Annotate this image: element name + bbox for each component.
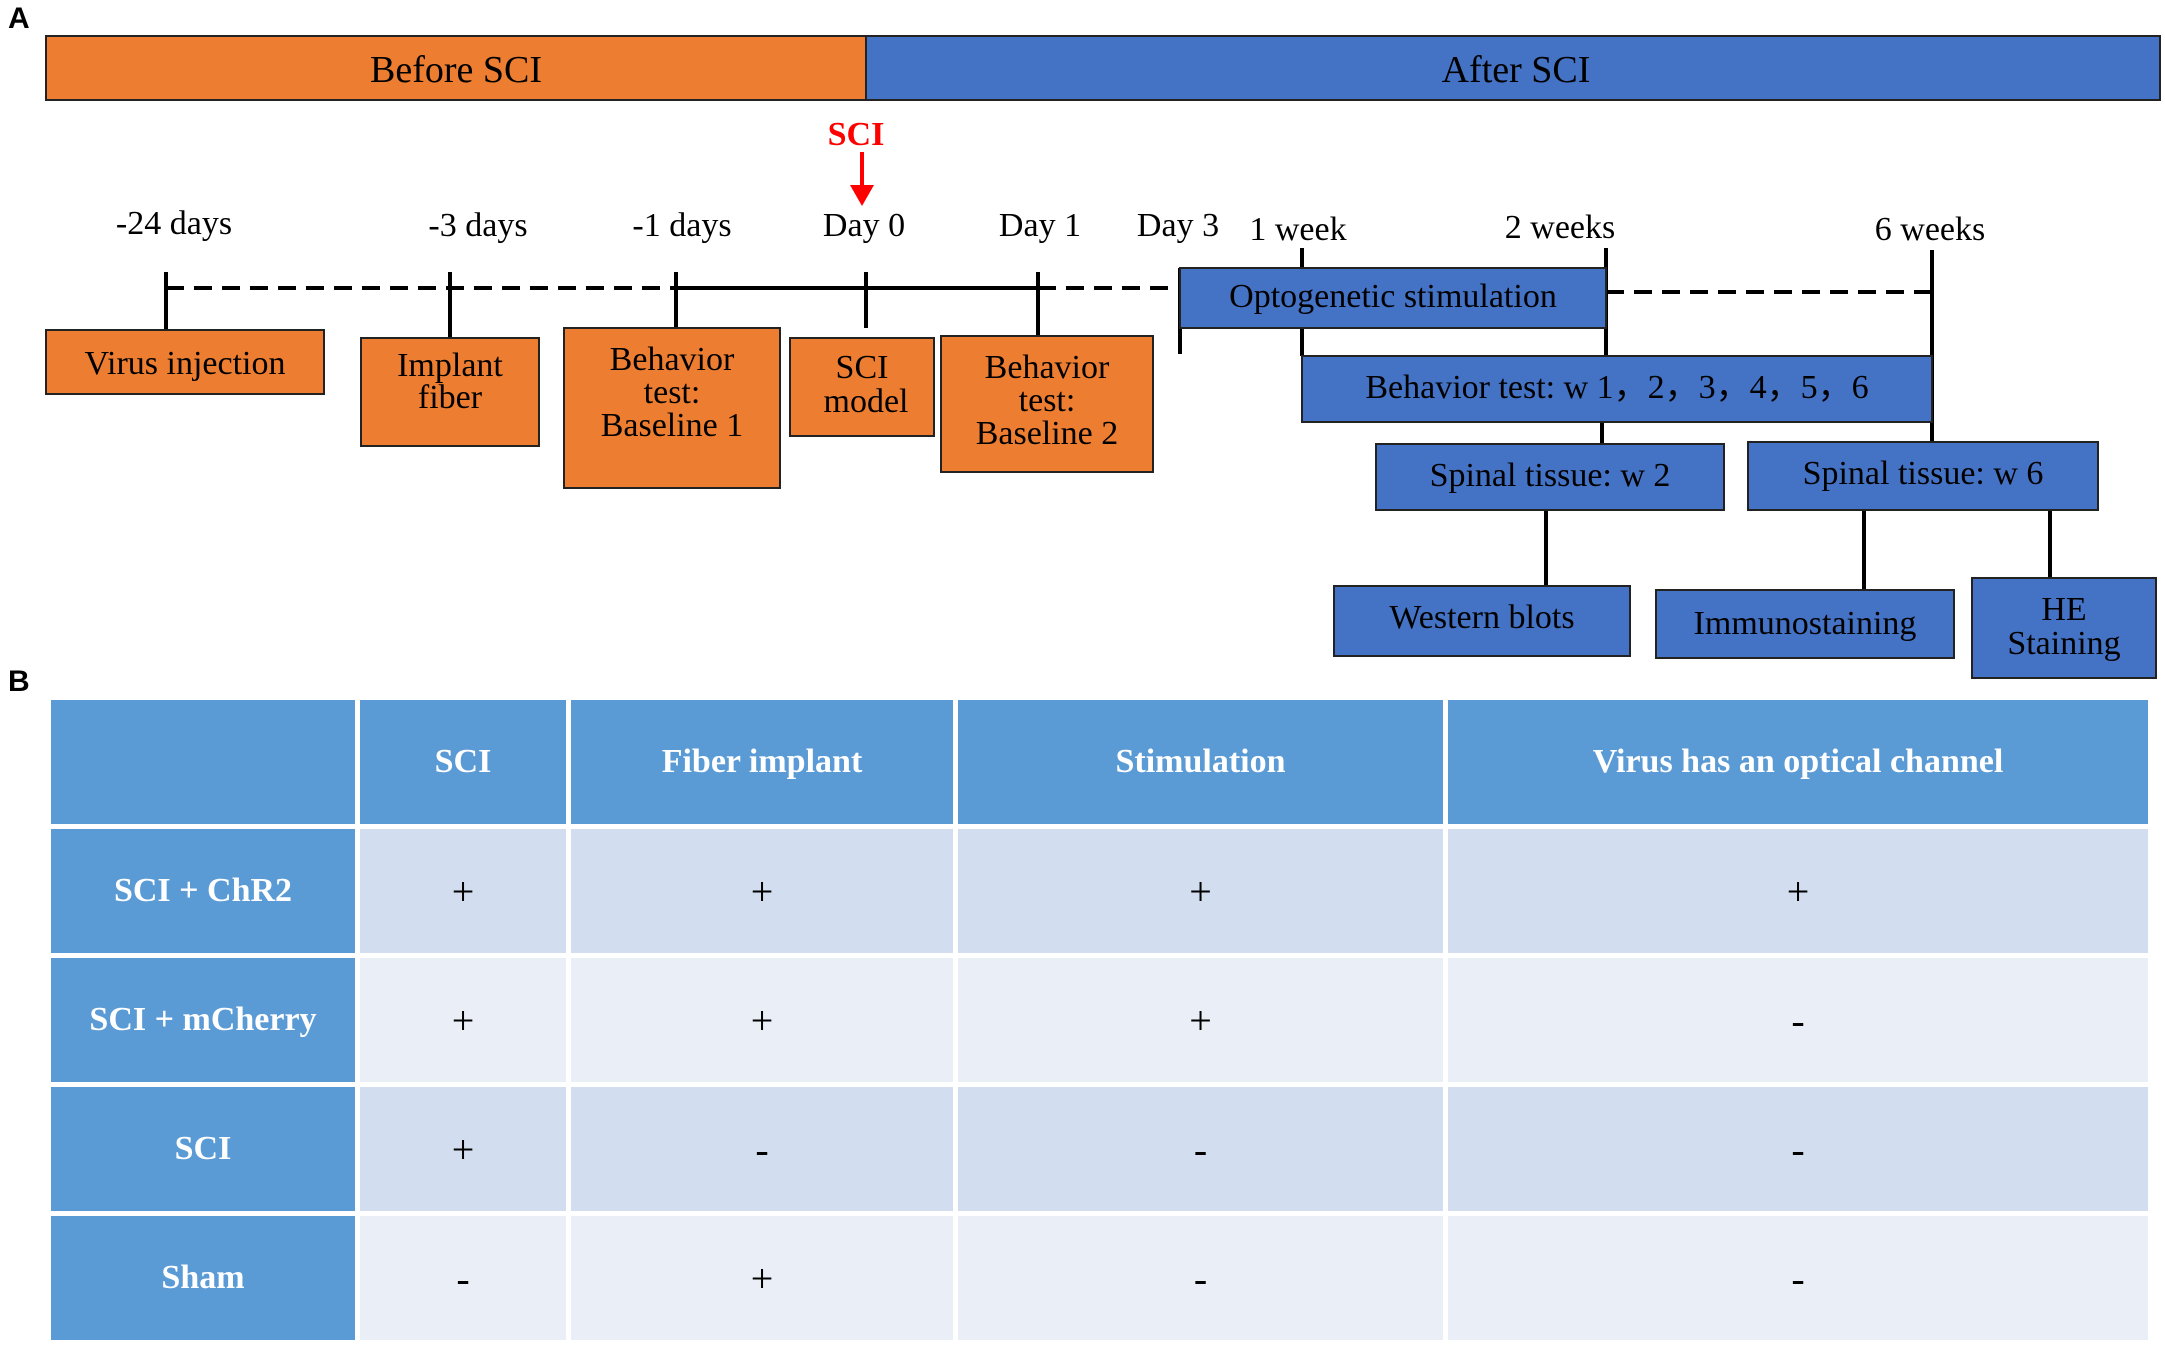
before-sci-bar (45, 35, 867, 101)
he-staining-label-line: Staining (2007, 625, 2120, 662)
western-blots-label: Western blots (1389, 599, 1574, 636)
column-header: Stimulation (958, 700, 1443, 824)
sci-model-label-line: SCI (836, 349, 889, 386)
timepoint-label: Day 0 (823, 207, 905, 244)
baseline1-label-line: test: (644, 374, 701, 411)
after-sci-bar (865, 35, 2161, 101)
sci-model-label-line: model (824, 383, 909, 420)
he-staining-label-line: HE (2041, 591, 2086, 628)
optogenetic-stimulation-label: Optogenetic stimulation (1229, 278, 1557, 315)
baseline2-label-line: Baseline 2 (976, 415, 1119, 452)
behavior-test-weeks-label: Behavior test: w 1，2，3，4，5，6 (1365, 369, 1868, 406)
table-cell: + (571, 829, 953, 953)
timepoint-label: Day 3 (1137, 207, 1219, 244)
row-header: Sham (51, 1216, 355, 1340)
table-cell: + (360, 958, 566, 1082)
immunostaining-label: Immunostaining (1694, 605, 1917, 642)
virus-injection-label: Virus injection (85, 345, 286, 382)
column-header: SCI (360, 700, 566, 824)
western-blots-box (1333, 585, 1631, 657)
virus-injection-box (45, 329, 325, 395)
baseline2-label-line: test: (1019, 382, 1076, 419)
table-cell: - (958, 1216, 1443, 1340)
table-cell: + (360, 829, 566, 953)
spinal-tissue-w2-label: Spinal tissue: w 2 (1430, 457, 1671, 494)
table-cell: + (360, 1087, 566, 1211)
spinal-tissue-w6-label: Spinal tissue: w 6 (1803, 455, 2044, 492)
table-cell: - (1448, 958, 2148, 1082)
optogenetic-stimulation-box (1179, 267, 1607, 329)
table-cell: + (571, 958, 953, 1082)
table-cell: + (958, 958, 1443, 1082)
table-row: SCI + mCherry + + + - (51, 958, 2148, 1082)
baseline1-box (563, 327, 781, 489)
table-cell: - (958, 1087, 1443, 1211)
timepoint-label: Day 1 (999, 207, 1081, 244)
table-cell: - (360, 1216, 566, 1340)
baseline2-label-line: Behavior (985, 349, 1110, 386)
before-sci-label: Before SCI (370, 49, 542, 91)
column-header: Virus has an optical channel (1448, 700, 2148, 824)
sci-event-label: SCI (828, 116, 885, 153)
table-row: Sham - + - - (51, 1216, 2148, 1340)
spinal-tissue-w6-box (1747, 441, 2099, 511)
row-header: SCI (51, 1087, 355, 1211)
experimental-design-table: SCI Fiber implant Stimulation Virus has … (46, 695, 2153, 1345)
sci-model-box (789, 337, 935, 437)
panel-b-label: B (8, 665, 30, 698)
row-header: SCI + ChR2 (51, 829, 355, 953)
panel-a-label: A (8, 2, 30, 35)
sci-event-arrow-head (850, 185, 874, 206)
timepoint-label: 6 weeks (1875, 211, 1985, 248)
timepoint-label: 1 week (1249, 211, 1346, 248)
implant-fiber-box (360, 337, 540, 447)
spinal-tissue-w2-box (1375, 443, 1725, 511)
immunostaining-box (1655, 589, 1955, 659)
implant-fiber-label-line: fiber (418, 379, 483, 416)
baseline2-box (940, 335, 1154, 473)
table-cell: + (1448, 829, 2148, 953)
timeline-diagram: Before SCI After SCI SCI -24 days -3 day… (45, 35, 2161, 679)
timepoint-label: -24 days (116, 205, 232, 242)
table-cell: - (1448, 1087, 2148, 1211)
timepoint-label: 2 weeks (1505, 209, 1615, 246)
he-staining-box (1971, 577, 2157, 679)
table-header-row: SCI Fiber implant Stimulation Virus has … (51, 700, 2148, 824)
implant-fiber-label-line: Implant (397, 347, 503, 384)
table-row: SCI + - - - (51, 1087, 2148, 1211)
column-header: Fiber implant (571, 700, 953, 824)
table-cell: - (571, 1087, 953, 1211)
behavior-test-weeks-box (1301, 355, 1933, 423)
timepoint-label: -1 days (632, 207, 731, 244)
table-cell: + (571, 1216, 953, 1340)
table-cell: - (1448, 1216, 2148, 1340)
column-header (51, 700, 355, 824)
row-header: SCI + mCherry (51, 958, 355, 1082)
baseline1-label-line: Baseline 1 (601, 407, 744, 444)
baseline1-label-line: Behavior (610, 341, 735, 378)
table-cell: + (958, 829, 1443, 953)
after-sci-label: After SCI (1442, 49, 1591, 91)
table-row: SCI + ChR2 + + + + (51, 829, 2148, 953)
timepoint-label: -3 days (428, 207, 527, 244)
